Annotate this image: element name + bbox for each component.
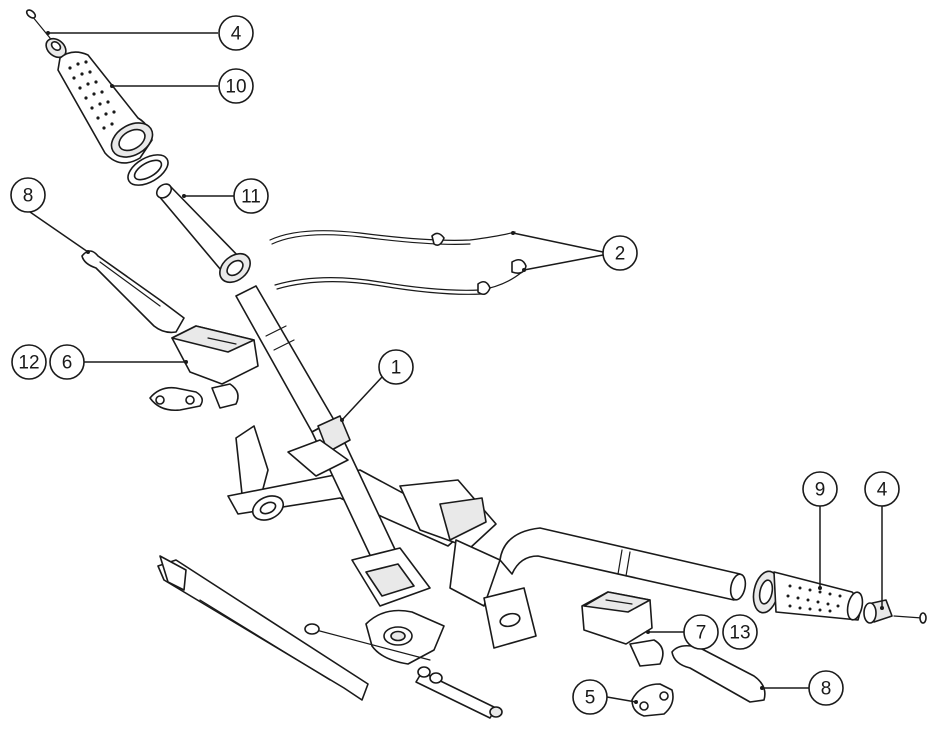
right-grip-screw — [893, 612, 927, 624]
right-clamp — [631, 683, 674, 717]
left-master-cylinder — [171, 325, 259, 409]
right-master-cylinder — [581, 591, 664, 667]
callout-6: 6 — [49, 344, 85, 380]
svg-text:11: 11 — [241, 187, 261, 208]
callout-1: 1 — [378, 349, 414, 385]
svg-text:4: 4 — [231, 24, 242, 45]
callout-2: 2 — [602, 235, 638, 271]
handlebar-frame — [227, 285, 501, 607]
svg-text:13: 13 — [729, 623, 750, 644]
svg-text:8: 8 — [23, 186, 34, 207]
svg-text:7: 7 — [696, 623, 707, 644]
svg-text:8: 8 — [821, 679, 832, 700]
mounting-bolt — [304, 623, 503, 719]
svg-text:12: 12 — [18, 353, 39, 374]
callout-8-right: 8 — [808, 670, 844, 706]
callout-5: 5 — [572, 679, 608, 715]
throttle-sleeve — [155, 183, 251, 284]
svg-text:5: 5 — [585, 688, 596, 709]
handlebar-lower-clamp — [365, 587, 537, 665]
callout-7: 7 — [683, 614, 719, 650]
callout-4-right: 4 — [864, 471, 900, 507]
support-strap — [157, 555, 369, 701]
svg-text:10: 10 — [225, 77, 246, 98]
svg-text:1: 1 — [391, 358, 402, 379]
callout-8-left: 8 — [10, 177, 46, 213]
right-bar-end-weight — [863, 599, 893, 624]
callout-9: 9 — [802, 471, 838, 507]
right-brake-lever — [671, 644, 766, 703]
left-clamp — [149, 386, 204, 412]
svg-text:9: 9 — [815, 480, 826, 501]
svg-text:6: 6 — [62, 353, 73, 374]
left-grip — [57, 51, 154, 164]
left-brake-lever — [81, 250, 185, 334]
left-grip-washer — [127, 154, 169, 186]
svg-text:4: 4 — [877, 480, 888, 501]
leader-lines — [29, 31, 884, 704]
right-handlebar-tube — [499, 527, 747, 601]
callout-10: 10 — [218, 68, 254, 104]
svg-text:2: 2 — [615, 244, 626, 265]
callout-13: 13 — [722, 614, 758, 650]
right-grip — [752, 570, 864, 621]
callout-11: 11 — [233, 178, 269, 214]
callout-4-top: 4 — [218, 15, 254, 51]
throttle-cables — [269, 230, 527, 296]
callout-12: 12 — [11, 344, 47, 380]
